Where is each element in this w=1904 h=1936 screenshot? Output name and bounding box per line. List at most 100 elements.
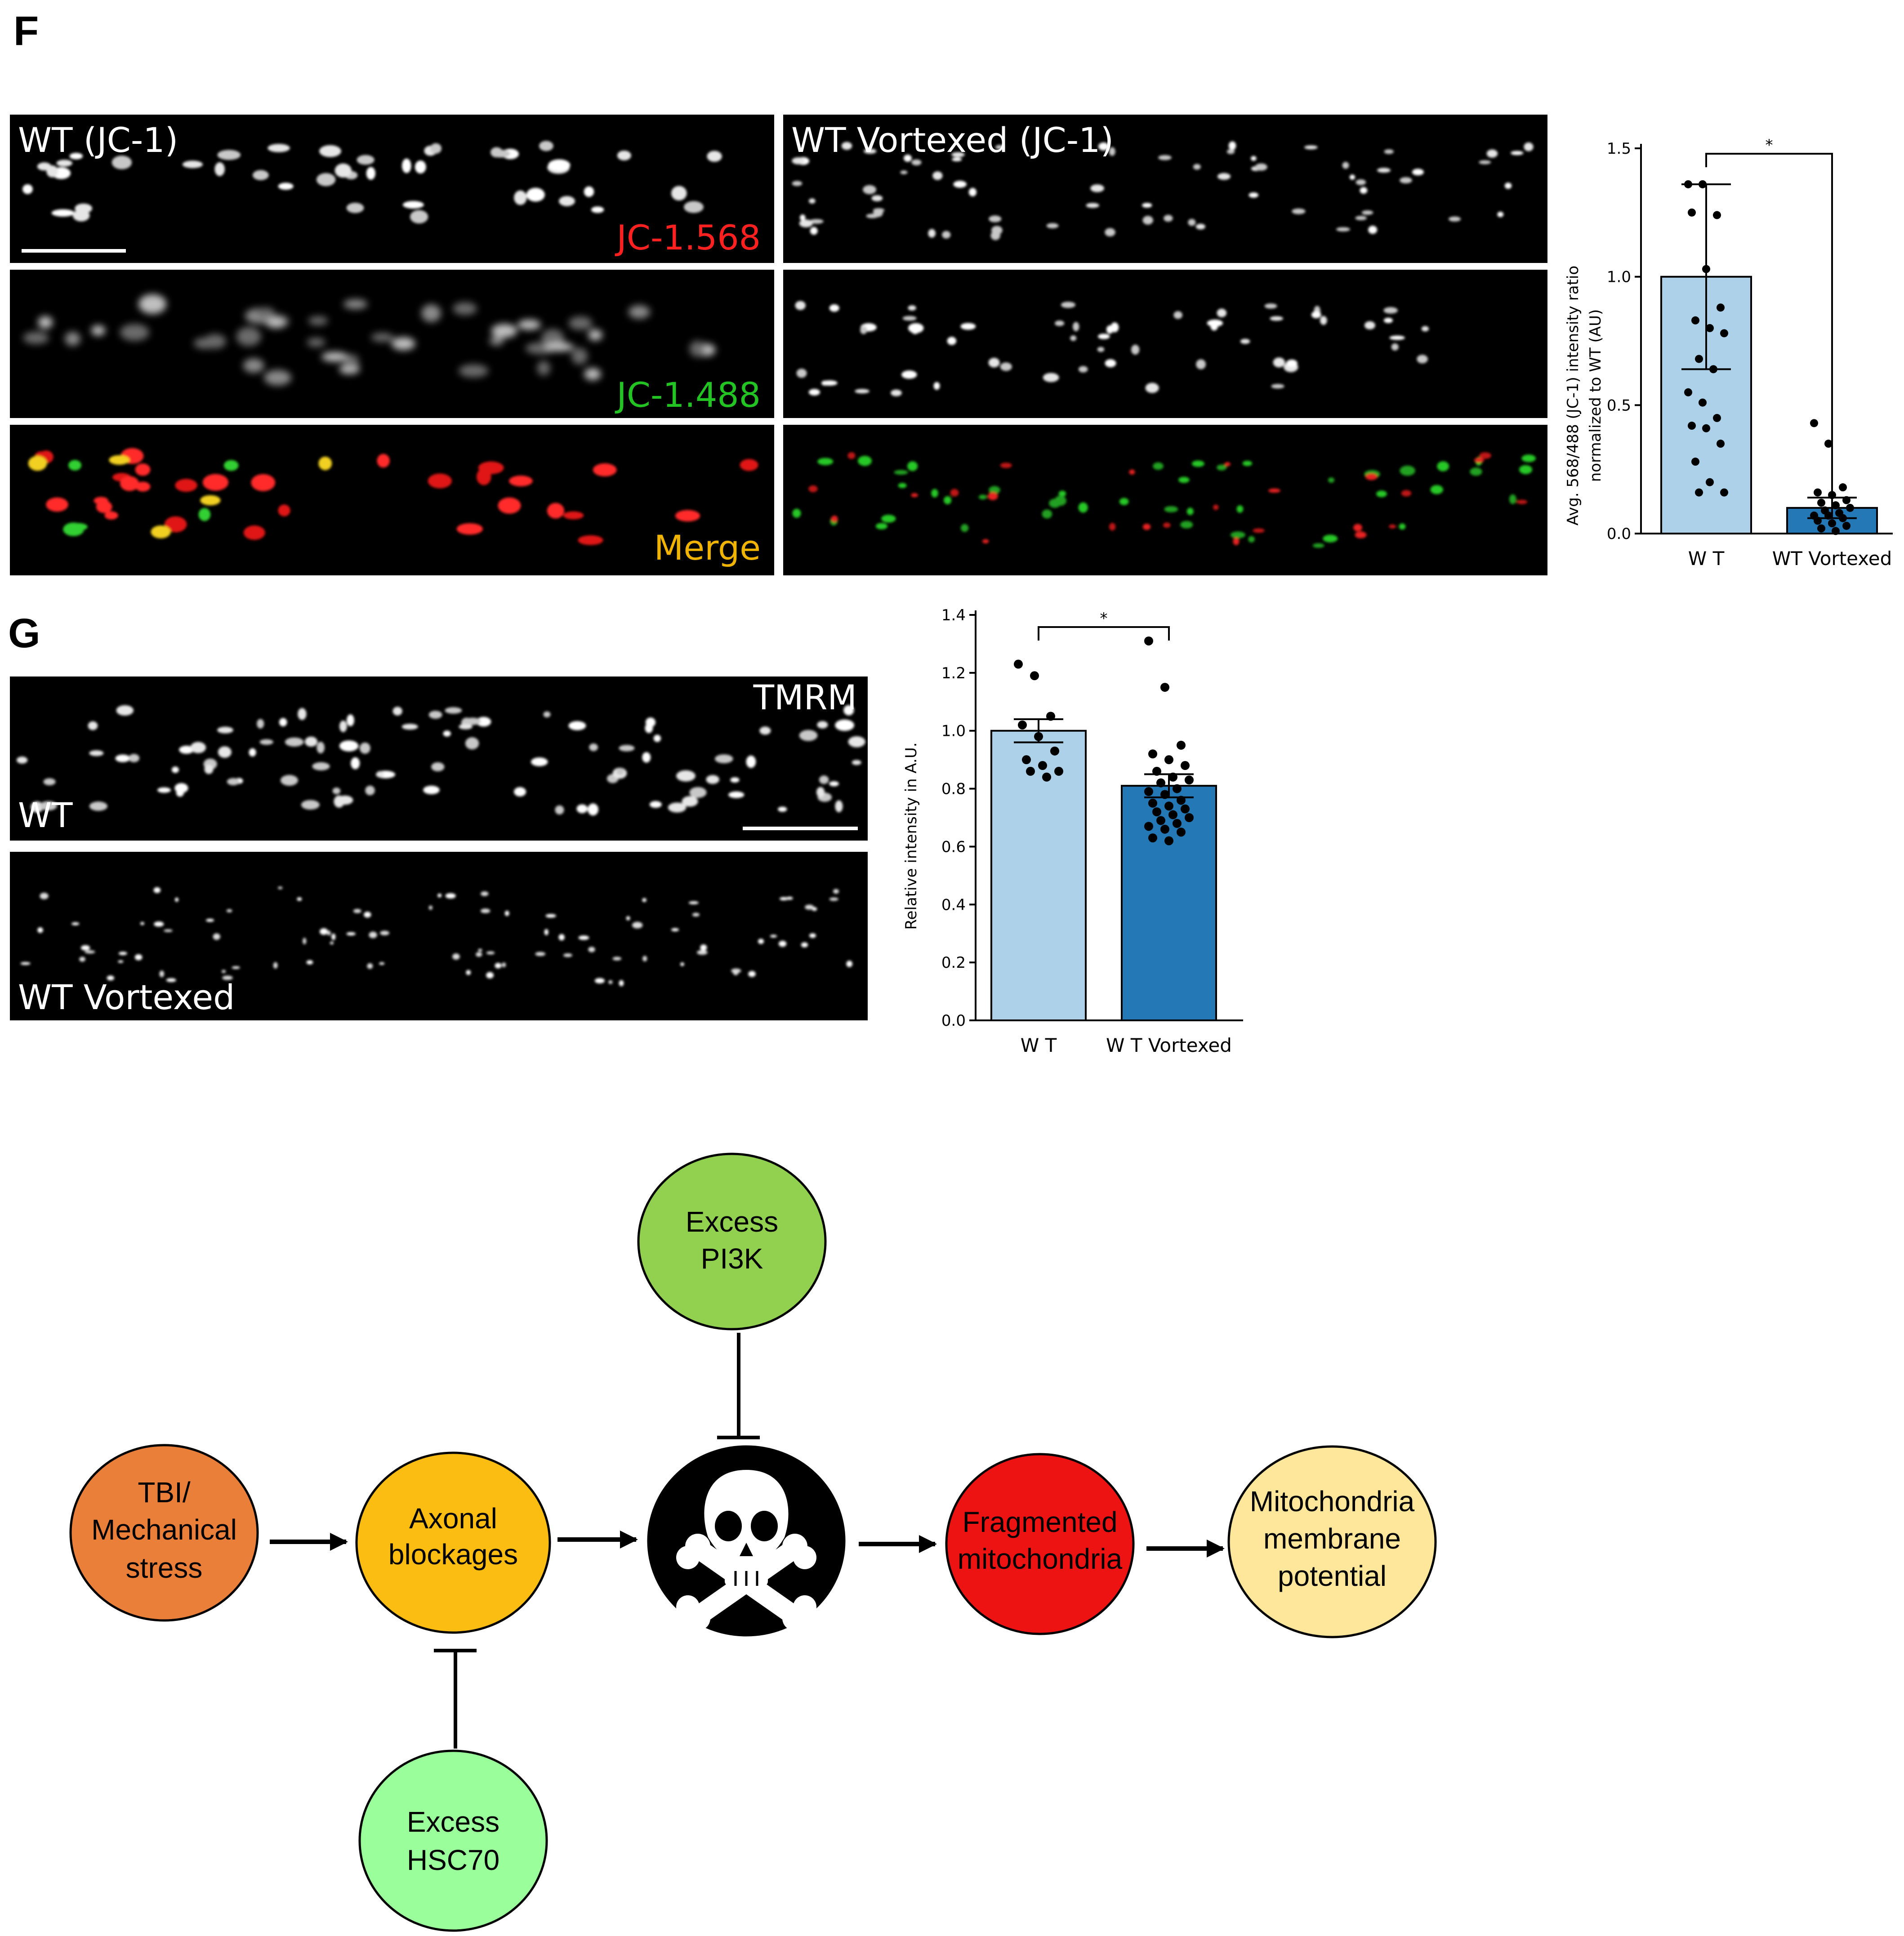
mito-spot: [894, 470, 908, 475]
node-membrane-line2: membrane: [1263, 1522, 1401, 1555]
mito-spot: [415, 160, 426, 174]
mito-spot: [931, 489, 938, 498]
data-point: [1152, 807, 1161, 817]
mito-spot: [364, 912, 371, 918]
mito-spot: [495, 963, 502, 969]
mito-spot: [857, 455, 872, 466]
data-point: [1050, 746, 1059, 756]
mito-spot: [847, 452, 856, 459]
mito-spot: [706, 775, 720, 784]
mito-spot: [1217, 464, 1227, 471]
mito-spot: [1255, 163, 1267, 171]
mito-spot: [792, 181, 803, 186]
mito-spot: [796, 369, 807, 378]
mito-spot: [584, 368, 601, 380]
data-point: [1699, 398, 1707, 407]
data-point: [1706, 478, 1714, 486]
mito-spot: [696, 950, 708, 955]
mito-spot: [198, 508, 211, 521]
mito-spot: [1353, 524, 1362, 532]
mito-spot: [932, 171, 943, 180]
data-point: [1156, 778, 1165, 788]
data-point: [1148, 798, 1157, 808]
mito-spot: [476, 952, 482, 957]
category-label-0: W T: [1688, 547, 1725, 570]
mito-spot: [817, 458, 834, 465]
data-point: [1713, 414, 1721, 422]
mito-spot: [513, 787, 526, 797]
mito-spot: [280, 775, 298, 786]
panel-g-micrographs: TMRM WT WT Vortexed: [10, 676, 868, 1020]
mito-spot: [799, 219, 813, 227]
mito-spot: [728, 791, 745, 798]
mito-spot: [1368, 226, 1378, 234]
mito-spot: [489, 336, 504, 346]
data-point: [1160, 683, 1169, 692]
data-point: [1181, 804, 1190, 814]
mito-spot: [808, 389, 820, 396]
mito-spot: [218, 746, 232, 758]
mito-spot: [1086, 203, 1099, 208]
mito-spot: [1412, 169, 1424, 176]
mito-spot: [116, 705, 134, 716]
mito-spot: [616, 768, 624, 775]
mito-spot: [214, 162, 225, 176]
mito-spot: [1509, 494, 1516, 504]
mito-spot: [1109, 147, 1115, 156]
mito-spot: [204, 334, 226, 349]
data-point: [1684, 388, 1692, 396]
mito-spot: [321, 352, 348, 362]
mito-spot: [817, 721, 828, 729]
data-point: [1018, 720, 1027, 730]
data-point: [1164, 801, 1173, 811]
mito-spot: [504, 910, 509, 916]
mito-spot: [392, 707, 402, 716]
mito-spot: [251, 474, 276, 491]
data-point: [1148, 749, 1157, 759]
mito-spot: [1228, 141, 1236, 151]
mito-spot: [675, 510, 700, 522]
mito-spot: [642, 956, 647, 961]
mito-spot: [1233, 538, 1240, 545]
mito-spot: [568, 316, 593, 330]
mito-spot: [759, 726, 771, 735]
mito-spot: [578, 535, 603, 545]
mito-spot: [1078, 366, 1088, 373]
mito-spot: [628, 305, 650, 319]
data-point: [1173, 819, 1182, 828]
data-point: [1164, 836, 1173, 846]
node-pi3k: [637, 1153, 827, 1331]
mito-spot: [989, 215, 1002, 223]
mito-spot: [779, 897, 789, 901]
data-point: [1814, 488, 1822, 497]
mito-spot: [204, 764, 214, 774]
mito-spot: [120, 324, 149, 341]
mito-spot: [855, 389, 870, 394]
mito-spot: [20, 962, 31, 965]
mito-spot: [1109, 523, 1116, 531]
mito-spot: [1240, 338, 1250, 344]
mito-spot: [539, 141, 553, 151]
mito-spot: [491, 324, 517, 338]
y-tick-label: 1.0: [941, 722, 966, 740]
data-point: [1695, 488, 1703, 497]
mito-spot: [526, 187, 545, 202]
mito-spot: [642, 752, 651, 763]
mito-spot: [576, 804, 588, 814]
node-tbi-line3: stress: [126, 1552, 203, 1584]
mito-spot: [1474, 458, 1484, 463]
node-tbi-line2: Mechanical: [91, 1513, 237, 1546]
mito-spot: [1355, 216, 1367, 220]
mito-spot: [588, 803, 599, 816]
mito-spot: [226, 909, 232, 912]
mito-spot: [989, 486, 1000, 494]
mito-spot: [80, 945, 90, 951]
mito-spot: [306, 960, 313, 965]
data-point: [1810, 419, 1818, 427]
mito-spot: [307, 338, 326, 347]
mito-spot: [481, 891, 489, 896]
mito-spot: [558, 196, 575, 206]
mito-spot: [995, 145, 1004, 150]
mito-spot: [157, 787, 171, 793]
data-point: [1717, 440, 1725, 448]
